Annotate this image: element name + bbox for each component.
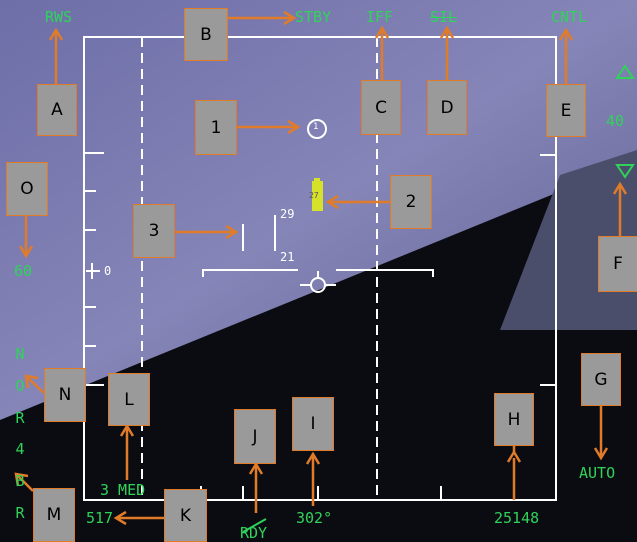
elevation-marker-value: 0	[104, 264, 111, 278]
callout-e: E	[546, 84, 586, 137]
range-down-arrow	[617, 165, 633, 177]
bottom-azimuth-ticks	[201, 486, 441, 500]
callout-n: N	[44, 368, 86, 422]
auto-label[interactable]: AUTO	[579, 465, 615, 481]
standby-label[interactable]: STBY	[295, 9, 331, 25]
callout-j: J	[234, 409, 276, 464]
iff-label[interactable]: IFF	[366, 9, 393, 25]
callout-3: 3	[133, 204, 175, 258]
target-label: 27	[309, 191, 319, 200]
callout-b: B	[184, 8, 228, 61]
callout-d: D	[427, 80, 467, 135]
callout-o: O	[6, 162, 48, 216]
track-number: 1	[313, 122, 318, 132]
callout-h: H	[494, 393, 534, 446]
acquisition-cursor	[243, 215, 275, 251]
elevation-value: 60	[14, 263, 32, 279]
callout-l: L	[108, 373, 150, 426]
azimuth-width-label[interactable]: 3 MED	[100, 482, 145, 498]
right-altitude-value: 25148	[494, 510, 539, 526]
radar-mode-label[interactable]: RWS	[45, 9, 72, 25]
cursor-lower-altitude: 21	[280, 250, 294, 264]
callout-g: G	[581, 353, 621, 406]
callout-1: 1	[195, 100, 237, 155]
heading-value: 302°	[296, 510, 332, 526]
nor-label[interactable]: N O R	[13, 345, 27, 425]
callout-k: K	[164, 489, 207, 542]
right-range-ticks	[540, 155, 556, 385]
callout-2: 2	[390, 175, 432, 229]
left-range-ticks	[84, 153, 104, 385]
range-up-arrow	[617, 66, 633, 78]
elevation-caret	[86, 263, 100, 279]
silent-label[interactable]: SIL	[430, 9, 457, 25]
callout-i: I	[292, 397, 334, 451]
callout-c: C	[361, 80, 401, 135]
callout-a: A	[37, 84, 77, 136]
cursor-upper-altitude: 29	[280, 207, 294, 221]
ready-label: RDY	[240, 525, 267, 541]
bar-scan-label[interactable]: 4 B R	[13, 440, 27, 520]
control-label[interactable]: CNTL	[551, 9, 587, 25]
callout-f: F	[598, 236, 637, 292]
callout-m: M	[33, 488, 75, 542]
ownship-symbol	[300, 271, 336, 292]
left-altitude-value: 517	[86, 510, 113, 526]
range-scale-value: 40	[606, 113, 624, 129]
